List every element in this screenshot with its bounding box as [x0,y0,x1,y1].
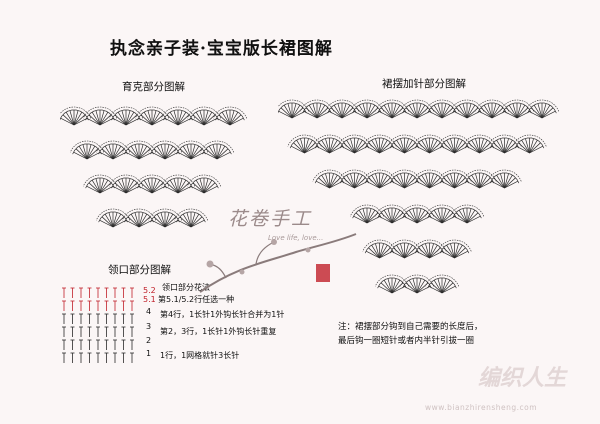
skirt-fan [424,204,460,224]
yoke-fan [95,140,131,160]
skirt-fan [462,169,497,189]
skirt-fan [374,204,410,224]
skirt-fan [374,274,410,294]
skirt-fan [412,134,447,154]
watermark-text: 花卷手工 [228,208,313,230]
skirt-fan [362,239,397,259]
skirt-crochet-chart [278,99,560,294]
skirt-fan [437,169,472,189]
row-marker-3: 3 [146,322,152,331]
collar-note-row23: 第2，3行，1长针1外钩长针重复 [160,327,277,336]
collar-note-row5: 第5.1/5.2行任选一种 [158,295,235,304]
skirt-fan [412,169,447,189]
yoke-fan [134,174,170,194]
site-url: www.bianzhirensheng.com [425,403,538,412]
yoke-fan [95,208,131,228]
skirt-fan [299,99,335,119]
yoke-fan [199,140,235,160]
collar-note-row1: 1行，1网格就针3长针 [160,351,240,360]
skirt-fan [487,134,522,154]
skirt-fan [424,274,460,294]
row-marker-1: 1 [146,349,152,358]
skirt-fan [374,99,410,119]
yoke-fan [186,106,222,126]
skirt-fan [387,239,422,259]
skirt-fan [424,99,460,119]
skirt-fan [287,134,322,154]
yoke-fan [186,174,222,194]
skirt-fan [474,99,510,119]
row-marker-2: 2 [146,336,152,345]
row-marker-5-2: 5.2 [143,286,156,295]
skirt-fan [362,134,397,154]
yoke-section-label: 育克部分图解 [122,81,185,93]
skirt-note-line1: 注：裙摆部分钩到自己需要的长度后， [338,322,483,332]
yoke-fan [108,174,144,194]
seal-icon [316,264,330,282]
collar-notes-heading: 领口部分花法 [162,283,210,292]
yoke-fan [60,106,92,126]
skirt-fan [449,99,485,119]
yoke-fan [160,106,196,126]
skirt-fan [387,134,422,154]
collar-note-row4: 第4行，1长针1外钩长针合并为1针 [160,310,285,319]
skirt-section-label: 裙摆加针部分图解 [382,78,466,90]
yoke-fan [173,140,209,160]
skirt-fan [449,204,485,224]
yoke-fan [108,106,144,126]
skirt-fan [412,239,447,259]
yoke-fan [69,140,105,160]
row-marker-5-1: 5.1 [143,295,156,304]
row-marker-4: 4 [146,307,152,316]
skirt-fan [312,134,347,154]
page-title: 执念亲子装·宝宝版长裙图解 [110,39,333,59]
yoke-fan [147,208,183,228]
skirt-fan [524,99,560,119]
yoke-fan [134,106,170,126]
skirt-note-line2: 最后钩一圈短针或者内半针引拔一圈 [338,336,475,346]
skirt-fan [399,99,435,119]
skirt-fan [362,169,397,189]
skirt-fan [499,99,535,119]
yoke-fan [212,106,248,126]
skirt-fan [399,274,435,294]
yoke-fan [121,208,157,228]
collar-section-label: 领口部分图解 [108,264,171,276]
skirt-fan [399,204,435,224]
yoke-fan [147,140,183,160]
yoke-crochet-chart [60,106,248,228]
skirt-fan [278,99,310,119]
yoke-fan [82,174,118,194]
yoke-fan [82,106,118,126]
yoke-fan [121,140,157,160]
skirt-fan [337,169,372,189]
skirt-fan [387,169,422,189]
skirt-fan [337,134,372,154]
yoke-fan [160,174,196,194]
watermark-subtext: Love life, love... [268,234,324,242]
collar-crochet-chart [62,287,134,363]
site-logo: 编织人生 [478,366,567,391]
plum-branch-icon [199,233,357,293]
skirt-fan [324,99,360,119]
skirt-fan [437,134,472,154]
skirt-fan [512,134,547,154]
skirt-fan [349,99,385,119]
skirt-fan [312,169,347,189]
skirt-fan [462,134,497,154]
skirt-fan [437,239,472,259]
yoke-fan [173,208,209,228]
skirt-fan [487,169,522,189]
